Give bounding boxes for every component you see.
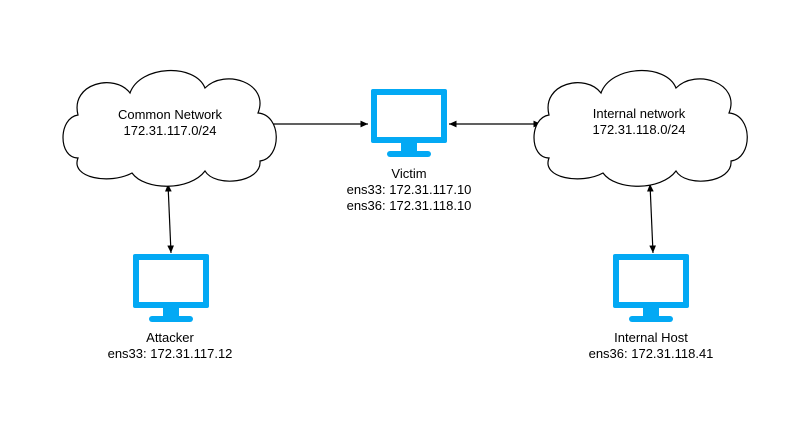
- attacker-name: Attacker: [146, 330, 194, 345]
- internal-network-name: Internal network: [592, 106, 686, 121]
- victim-iface-ens36: ens36: 172.31.118.10: [346, 198, 472, 213]
- victim-monitor-icon: [371, 89, 447, 157]
- internal-network-subnet: 172.31.118.0/24: [592, 122, 686, 137]
- common-network-label: Common Network 172.31.117.0/24: [118, 107, 222, 139]
- victim-iface-ens33: ens33: 172.31.117.10: [346, 182, 472, 197]
- internal-host-iface-ens36: ens36: 172.31.118.41: [588, 346, 714, 361]
- attacker-iface-ens33: ens33: 172.31.117.12: [107, 346, 233, 361]
- internal-host-monitor-icon: [613, 254, 689, 322]
- internal-host-label: Internal Host ens36: 172.31.118.41: [589, 330, 714, 362]
- common-network-subnet: 172.31.117.0/24: [123, 123, 217, 138]
- internal-host-name: Internal Host: [614, 330, 688, 345]
- attacker-label: Attacker ens33: 172.31.117.12: [108, 330, 233, 362]
- attacker-monitor-icon: [133, 254, 209, 322]
- link-common-attacker: [164, 183, 175, 254]
- victim-name: Victim: [391, 166, 427, 181]
- common-network-name: Common Network: [117, 107, 223, 122]
- internal-network-label: Internal network 172.31.118.0/24: [592, 106, 685, 138]
- victim-label: Victim ens33: 172.31.117.10 ens36: 172.3…: [347, 166, 472, 214]
- link-internal-internalhost: [646, 183, 657, 254]
